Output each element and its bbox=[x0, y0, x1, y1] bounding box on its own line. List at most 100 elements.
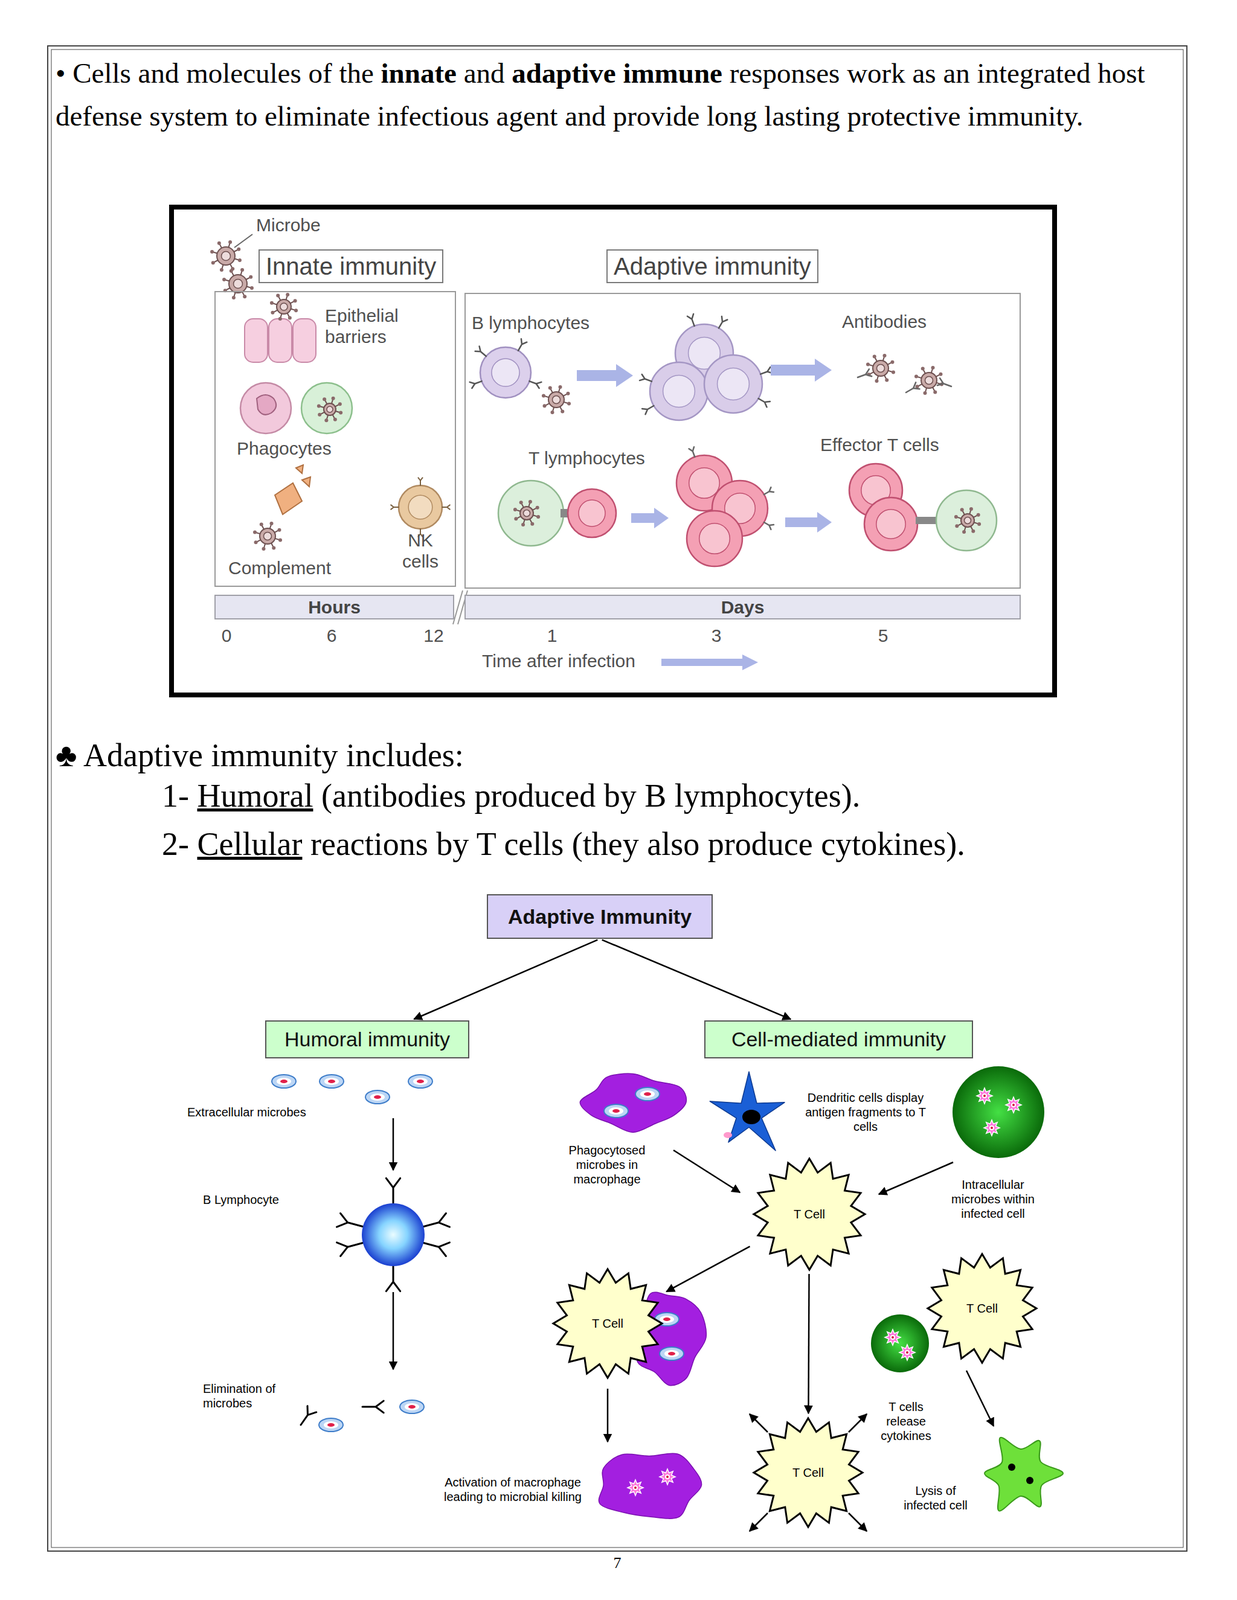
body-text: innate bbox=[381, 57, 457, 89]
arrow bbox=[607, 1389, 609, 1443]
arrow bbox=[848, 1414, 867, 1433]
microbe-knob bbox=[938, 372, 943, 377]
microbe-oval-core bbox=[373, 1095, 382, 1100]
intracellular-microbe bbox=[976, 1088, 993, 1105]
microbe-knob bbox=[278, 538, 283, 543]
microbe-core bbox=[552, 396, 561, 405]
receptor-shape bbox=[687, 314, 698, 328]
figure-label: NK cells bbox=[392, 530, 449, 572]
intracellular-microbe-core bbox=[982, 1093, 987, 1099]
microbe-knob bbox=[872, 355, 877, 359]
block-arrow bbox=[770, 358, 832, 382]
figure-label: Epithelial barriers bbox=[324, 305, 449, 348]
connector-arrow bbox=[666, 1246, 750, 1292]
microbe-knob bbox=[236, 247, 241, 252]
microbe-core bbox=[925, 376, 934, 385]
receptor-shape bbox=[469, 378, 484, 389]
t-cell-star bbox=[553, 1269, 662, 1379]
microbe-knob bbox=[317, 413, 322, 417]
category-box: Humoral immunity bbox=[265, 1020, 470, 1059]
microbe-body bbox=[323, 403, 336, 416]
microbe-oval-core bbox=[643, 1092, 652, 1097]
body-text: and bbox=[463, 57, 505, 89]
microbe-knob bbox=[542, 404, 547, 408]
microbe-knob bbox=[514, 517, 518, 521]
cell-nucleus bbox=[876, 509, 906, 539]
microbe-body bbox=[960, 514, 975, 528]
figure-frame bbox=[171, 207, 1055, 696]
microbe-knob bbox=[535, 506, 540, 510]
t-cell-starburst: T Cell bbox=[551, 1267, 664, 1381]
figure-label: B lymphocytes bbox=[471, 312, 590, 335]
intracellular-microbe bbox=[983, 1120, 1000, 1137]
intracellular-microbe-core bbox=[1011, 1102, 1016, 1108]
microbe-core bbox=[964, 517, 972, 525]
microbe-oval-ring bbox=[640, 1090, 655, 1099]
epithelial-cell bbox=[268, 318, 292, 363]
microbe-knob bbox=[333, 417, 338, 422]
connector-arrow bbox=[602, 940, 791, 1021]
intracellular-microbe bbox=[659, 1469, 676, 1486]
microbe bbox=[253, 521, 283, 551]
microbe-oval bbox=[271, 1075, 296, 1089]
receptor bbox=[528, 378, 542, 389]
microbe-knob bbox=[231, 295, 236, 300]
figure-label: Antibodies bbox=[841, 311, 927, 333]
receptor-shape bbox=[762, 487, 774, 498]
antigen-fragment bbox=[723, 1132, 733, 1139]
cell-nucleus bbox=[578, 500, 606, 527]
axis-title: Time after infection bbox=[481, 651, 636, 673]
microbe-oval-core bbox=[663, 1317, 671, 1322]
cell bbox=[301, 382, 353, 434]
microbe-knob bbox=[261, 547, 266, 551]
cell-nucleus bbox=[491, 358, 520, 387]
node-label: Cell-mediated immunity bbox=[731, 1027, 946, 1053]
receptor bbox=[856, 369, 872, 382]
receptor bbox=[385, 1178, 400, 1204]
epithelial-cell bbox=[244, 318, 268, 363]
text-line: 2-Cellularreactions by T cells (they als… bbox=[161, 825, 974, 864]
list-item: Cellular bbox=[196, 826, 303, 863]
axis-tick: 5 bbox=[864, 625, 902, 647]
block-arrow bbox=[631, 507, 669, 529]
figure-label: Elimination of microbes bbox=[202, 1381, 288, 1411]
microbe-oval bbox=[319, 1075, 344, 1089]
text-line: • Cells and molecules of theinnateandada… bbox=[55, 51, 1180, 138]
microbe-knob bbox=[338, 411, 343, 415]
receptor bbox=[417, 477, 423, 486]
receptor bbox=[442, 504, 450, 510]
receptor-shape bbox=[442, 504, 450, 510]
figure-label: Phagocytosed microbes in macrophage bbox=[561, 1143, 653, 1187]
cell-nucleus bbox=[699, 523, 731, 555]
microbe-knob bbox=[228, 240, 232, 245]
microbe-knob bbox=[962, 530, 966, 534]
axis-tick: 0 bbox=[208, 625, 245, 647]
microbe-knob bbox=[922, 391, 927, 396]
microbe-knob bbox=[969, 507, 974, 511]
microbe-knob bbox=[976, 513, 981, 518]
microbe-knob bbox=[253, 530, 257, 534]
receptor-shape bbox=[475, 346, 489, 360]
microbe-knob bbox=[211, 260, 216, 265]
microbe-knob bbox=[933, 390, 937, 394]
receptor bbox=[362, 1401, 384, 1414]
receptor bbox=[475, 346, 489, 360]
node-label: Days bbox=[721, 597, 765, 618]
microbe-knob bbox=[293, 298, 298, 303]
intracellular-microbe-dot bbox=[891, 1336, 894, 1340]
figure-label: T lymphocytes bbox=[528, 448, 646, 470]
microbe-oval bbox=[659, 1347, 684, 1361]
intracellular-microbe-core bbox=[665, 1474, 670, 1480]
lysed-cell-dot bbox=[1008, 1464, 1016, 1472]
figure-label: Activation of macrophage leading to micr… bbox=[434, 1475, 591, 1505]
microbe-oval bbox=[604, 1104, 629, 1119]
arrow bbox=[749, 1414, 768, 1433]
microbe-knob bbox=[322, 397, 327, 402]
receptor bbox=[642, 402, 656, 415]
receptor-shape bbox=[337, 1236, 365, 1257]
microbe-oval bbox=[408, 1075, 433, 1089]
microbe-knob bbox=[277, 528, 281, 533]
microbe-knob bbox=[276, 293, 280, 298]
receptor-shape bbox=[421, 1213, 450, 1234]
